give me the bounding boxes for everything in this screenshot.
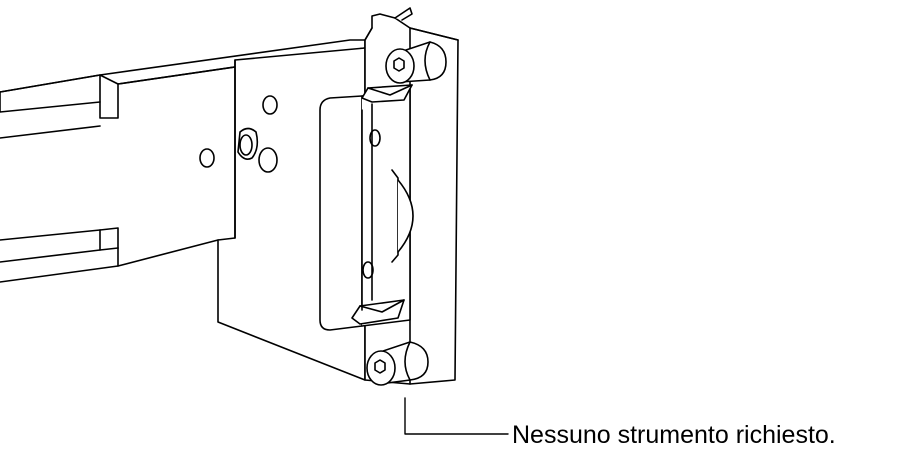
latch-window bbox=[320, 85, 413, 330]
latch-hole-lower bbox=[363, 262, 373, 278]
plate-hole-right bbox=[259, 148, 277, 172]
bottom-thumbscrew bbox=[367, 342, 428, 385]
hex-socket-icon bbox=[375, 360, 385, 373]
plate-hole-upper bbox=[263, 96, 277, 114]
latch-bottom-clip bbox=[352, 300, 404, 324]
top-thumbscrew bbox=[386, 42, 446, 83]
callout-label: Nessuno strumento richiesto. bbox=[512, 421, 836, 449]
plate-hole-left bbox=[200, 149, 214, 167]
hex-socket-icon bbox=[394, 58, 404, 71]
callout-leader-line bbox=[405, 398, 508, 434]
